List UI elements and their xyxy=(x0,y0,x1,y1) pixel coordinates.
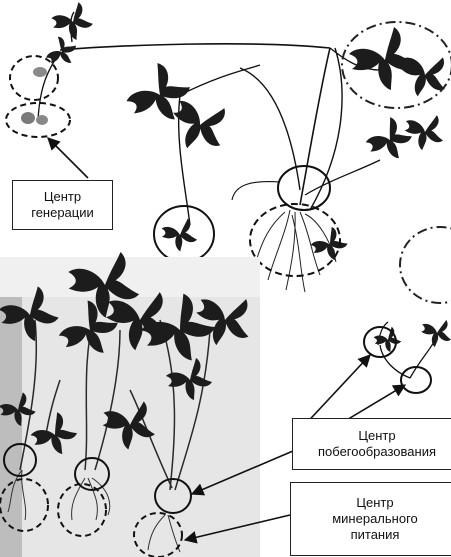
circle-icon xyxy=(278,166,330,210)
label-generation-center: Центр генерации xyxy=(12,180,113,230)
dashed-circle-icon xyxy=(10,56,58,100)
label-generation-line1: Центр xyxy=(44,189,81,205)
label-mineral-line2: минерального xyxy=(332,511,418,527)
leaf-icon xyxy=(51,2,92,40)
seedling-drawing xyxy=(364,313,451,393)
label-shoot-line1: Центр xyxy=(358,428,395,444)
label-mineral-line1: Центр xyxy=(356,495,393,511)
label-shoot-line2: побегообразования xyxy=(318,444,436,460)
circle-icon xyxy=(401,367,431,393)
root-icon xyxy=(255,210,336,292)
label-mineral-line3: питания xyxy=(351,527,400,543)
plant-photo xyxy=(0,244,264,557)
arrow-icon xyxy=(48,138,88,178)
dashed-circle-icon xyxy=(400,227,451,303)
leaf-icon xyxy=(374,327,402,352)
leaf-icon xyxy=(399,106,451,156)
label-mineral-nutrition-center: Центр минерального питания xyxy=(290,482,451,556)
leaf-icon xyxy=(416,313,451,352)
leaf-icon xyxy=(158,214,200,253)
label-shoot-formation-center: Центр побегообразования xyxy=(292,418,451,470)
label-generation-line2: генерации xyxy=(31,205,94,221)
leaf-icon xyxy=(391,41,451,106)
